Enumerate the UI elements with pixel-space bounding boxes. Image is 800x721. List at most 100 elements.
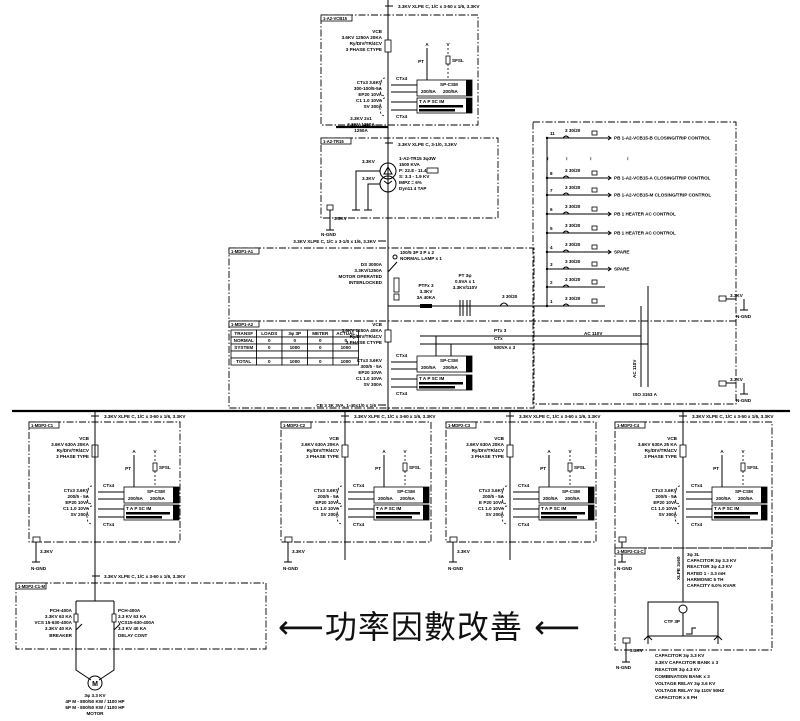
- svg-text:ISO 3153 A: ISO 3153 A: [633, 392, 658, 397]
- svg-text:PT: PT: [125, 466, 131, 471]
- svg-text:3.3KV 63 KA: 3.3KV 63 KA: [45, 614, 73, 619]
- svg-text:V: V: [446, 42, 450, 47]
- svg-text:CAPACITOR x 6 PH: CAPACITOR x 6 PH: [655, 695, 698, 700]
- main-panel-frame: [228, 247, 535, 409]
- incoming-feeder-label: 3.3KV XLPE C, 1/C x 3-50 x 1/6, 3.3KV: [398, 4, 480, 9]
- svg-text:3.6KV 630A 20KA: 3.6KV 630A 20KA: [466, 442, 505, 447]
- svg-text:N-GND: N-GND: [283, 566, 299, 571]
- svg-text:CTx4: CTx4: [353, 483, 365, 488]
- svg-text:Ry/DIV/TR/4CV: Ry/DIV/TR/4CV: [307, 448, 340, 453]
- svg-text:Ry/DIV/TR/4CV: Ry/DIV/TR/4CV: [57, 448, 90, 453]
- ground-terminal: [449, 536, 458, 543]
- svg-text:CAPACITY 6.0% KVAR: CAPACITY 6.0% KVAR: [687, 583, 736, 588]
- spare-mark-icon: ≀: [590, 156, 592, 161]
- circuit-number: 2: [550, 280, 553, 285]
- control-circuit-row: 13 30/20: [545, 296, 605, 308]
- svg-text:3.3KV/110V: 3.3KV/110V: [453, 285, 478, 290]
- svg-text:3.3KV: 3.3KV: [362, 159, 376, 164]
- right-arrow-icon: ⟵: [534, 608, 581, 646]
- transformer-section: 1-A2-TR15 3.3KV XLPE C, 3-1/0, 3.3KV 1-A…: [320, 137, 499, 237]
- main-relay: PTx 3 CTx 500VA x 3 SP-CSM 200/5A 200/5A…: [391, 328, 516, 396]
- svg-text:VCB: VCB: [372, 29, 382, 34]
- svg-text:CTx3 3.6KV: CTx3 3.6KV: [357, 358, 383, 363]
- svg-text:CTx: CTx: [494, 336, 503, 341]
- svg-text:3 PHASE CTYPE: 3 PHASE CTYPE: [346, 47, 382, 52]
- circuit-number: 4: [550, 245, 553, 250]
- svg-text:PCH-400A: PCH-400A: [118, 608, 141, 613]
- circuit-number: 1: [550, 299, 553, 304]
- svg-text:SP-CSM: SP-CSM: [440, 82, 458, 87]
- svg-text:S: 3.3 - 1.9 KV: S: 3.3 - 1.9 KV: [399, 174, 430, 179]
- table-cell: 0: [319, 359, 322, 364]
- feeder-frame: [28, 421, 181, 543]
- svg-text:SV 200A: SV 200A: [71, 512, 90, 517]
- svg-text:SP-CSM: SP-CSM: [147, 489, 165, 494]
- svg-text:AC 110V: AC 110V: [632, 359, 637, 378]
- control-circuit-row: 2 3 30/20: [545, 277, 605, 289]
- pt-fuse: PTFx 3 3.3KV 3A 40KA: [417, 283, 436, 308]
- svg-text:SV 300A: SV 300A: [659, 512, 678, 517]
- svg-text:A: A: [425, 42, 429, 47]
- svg-text:3.3KV: 3.3KV: [730, 293, 744, 298]
- svg-text:VOLTAGE RELAY 3φ 3.6 KV: VOLTAGE RELAY 3φ 3.6 KV: [655, 681, 716, 686]
- svg-text:200/5A: 200/5A: [378, 496, 393, 501]
- svg-text:N-GND: N-GND: [321, 232, 337, 237]
- motor-symbol: [87, 675, 103, 691]
- table-cell: 0: [268, 345, 271, 350]
- svg-text:200/5A: 200/5A: [543, 496, 558, 501]
- table-cell: 1000: [290, 359, 301, 364]
- feeder-vcb: [506, 444, 514, 458]
- svg-text:EP20 10VA: EP20 10VA: [65, 500, 89, 505]
- svg-text:200/5 - 5A: 200/5 - 5A: [318, 494, 340, 499]
- motor-section: 3.3KV XLPE C, 1/C x 3-60 x 1/6, 3.3KV 1-…: [15, 411, 267, 716]
- svg-text:3 30/20: 3 30/20: [502, 294, 518, 299]
- feeder-label: 3.3KV XLPE C, 1/C x 3-60 x 1/6, 3.3KV: [519, 414, 601, 419]
- svg-text:3.3KV XLPE C, 1/C x 3-60 x 1/6: 3.3KV XLPE C, 1/C x 3-60 x 1/6, 3.3KV: [104, 574, 186, 579]
- svg-text:CTx4: CTx4: [396, 391, 408, 396]
- svg-text:VOLTAGE RELAY 3φ 110V 50HZ: VOLTAGE RELAY 3φ 110V 50HZ: [655, 688, 724, 693]
- circuit-fuse: 3 30/20: [565, 128, 581, 133]
- svg-text:100/5 3P 3 P x 2: 100/5 3P 3 P x 2: [400, 250, 435, 255]
- svg-text:3.6KV 630A 20KA: 3.6KV 630A 20KA: [301, 442, 340, 447]
- circuit-destination: PB 1-A2-VCB15-B CLOSING/TRIP CONTROL: [614, 136, 711, 141]
- bus-label: CB 3 3K 3VA, 1-40x1/0 x 1/6: [316, 403, 376, 408]
- svg-text:3.3KV: 3.3KV: [457, 549, 471, 554]
- incoming-ground-bar: 3.3KV 2x1 3.3KV 1250A 1250A: [336, 116, 388, 133]
- svg-text:SP-CSM: SP-CSM: [562, 489, 580, 494]
- svg-text:PT: PT: [713, 466, 719, 471]
- svg-text:V: V: [403, 449, 407, 454]
- svg-text:VCB: VCB: [494, 436, 504, 441]
- svg-text:SV 200A: SV 200A: [486, 512, 505, 517]
- svg-text:500VA x 3: 500VA x 3: [494, 345, 516, 350]
- svg-text:300-100/5-5A: 300-100/5-5A: [354, 86, 383, 91]
- svg-text:200/5 - 5A: 200/5 - 5A: [483, 494, 505, 499]
- svg-text:200/5A: 200/5A: [443, 365, 458, 370]
- feeder-panel-tag: 1-MDP2-C4: [617, 423, 640, 428]
- svg-text:VCB: VCB: [79, 436, 89, 441]
- svg-text:VCB: VCB: [329, 436, 339, 441]
- svg-text:M: M: [92, 681, 98, 688]
- circuit-destination: SPARE: [614, 250, 630, 255]
- circuit-number: 6: [550, 207, 553, 212]
- svg-text:3φ 3L: 3φ 3L: [687, 552, 700, 557]
- svg-text:EP20 10VA: EP20 10VA: [315, 500, 339, 505]
- svg-text:3φ 3.3 KV: 3φ 3.3 KV: [84, 693, 106, 698]
- svg-text:200/5A: 200/5A: [421, 365, 436, 370]
- svg-text:CTx3 3.6KV: CTx3 3.6KV: [479, 488, 505, 493]
- incoming-ct-group: CTx3 3.6KV 300-100/5-5A EP20 10VA C1 1.0…: [354, 77, 386, 117]
- svg-text:REACTOR 3φ 4.3 KV: REACTOR 3φ 4.3 KV: [687, 564, 733, 569]
- circuit-number: 11: [550, 131, 555, 136]
- feeder-label: 3.3KV XLPE C, 1/C x 3-50 x 1/6, 3.3KV: [692, 414, 774, 419]
- feeder-label: 3.3KV XLPE C, 1/C x 3-60 x 1/6, 3.3KV: [104, 414, 186, 419]
- circuit-fuse: 3 30/20: [565, 277, 581, 282]
- svg-text:3.3KV: 3.3KV: [630, 648, 644, 653]
- svg-text:SFSL: SFSL: [409, 465, 421, 470]
- table-cell: 0: [268, 359, 271, 364]
- svg-text:CTx3 3.6KV: CTx3 3.6KV: [357, 80, 383, 85]
- circuit-destination: PB 1 HEATER AC CONTROL: [614, 231, 676, 236]
- circuit-fuse: 3 30/20: [565, 185, 581, 190]
- table-cell: 1000: [341, 345, 352, 350]
- circuit-destination: PB 1-A2-VCB15-M CLOSING/TRIP CONTROL: [614, 193, 711, 198]
